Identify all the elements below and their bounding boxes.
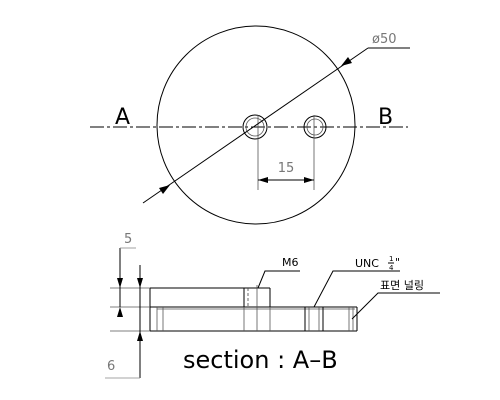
- dim-5-arrow-down: [117, 278, 123, 288]
- dim-6-arrow-top: [137, 278, 143, 288]
- diameter-arrow-lower: [159, 185, 170, 194]
- m6-leader: [257, 270, 300, 289]
- dim-5-arrow-up: [117, 307, 123, 317]
- plan-view: 15 ø50 A B: [90, 25, 410, 225]
- unc-inch-mark: ": [395, 256, 400, 269]
- hole-spacing-arrow-right: [304, 177, 314, 183]
- diameter-dim-line: [142, 47, 369, 204]
- section-label-b: B: [378, 105, 393, 130]
- hole-spacing-label: 15: [278, 161, 295, 176]
- unc-callout: UNC: [355, 257, 379, 270]
- m6-callout: M6: [282, 256, 299, 269]
- unc-leader: [313, 270, 400, 308]
- dim-6-arrow-bottom: [137, 331, 143, 341]
- section-label-a: A: [115, 105, 130, 130]
- dim-5-label: 5: [124, 232, 132, 247]
- dim-6-label: 6: [107, 359, 115, 374]
- hole-spacing-arrow-left: [258, 177, 268, 183]
- diameter-label: ø50: [372, 32, 397, 47]
- diameter-arrow-upper: [341, 57, 352, 66]
- unc-fraction-num: 1: [389, 255, 393, 263]
- unc-fraction-den: 4: [389, 264, 394, 272]
- disk-outline: [156, 25, 356, 225]
- left-hole-inner: [245, 117, 265, 137]
- right-hole-inner: [306, 118, 324, 136]
- knurl-leader: [351, 292, 440, 320]
- right-hole-outer: [303, 115, 327, 139]
- section-view: 5 6 M6 UNC 1 4 " 표면 널링 section : A–B: [105, 232, 440, 379]
- left-hole-outer: [242, 114, 268, 140]
- knurl-note: 표면 널링: [380, 279, 424, 292]
- section-title: section : A–B: [183, 346, 338, 374]
